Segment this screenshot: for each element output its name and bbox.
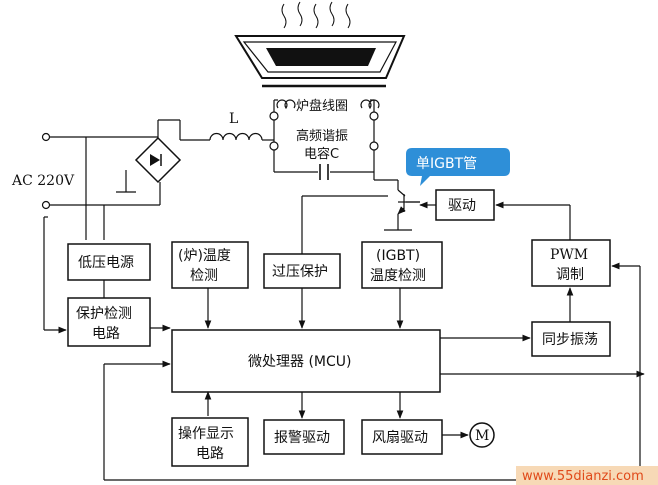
pwm-modulation-block: [531, 239, 611, 287]
igbt-transistor-icon: [384, 189, 420, 231]
igbt-callout: 单IGBT管: [406, 148, 510, 186]
pwm-label-line2: 调制: [556, 267, 584, 283]
watermark-text: www.55dianzi.com: [522, 469, 644, 484]
bridge-rectifier-icon: [134, 119, 182, 184]
resonant-cap-label-line1: 高频谐振: [296, 128, 348, 144]
fan-drive-block: [361, 419, 443, 455]
coil-label: 炉盘线圈: [296, 98, 348, 114]
ac-source-label: AC 220V: [11, 173, 75, 189]
inductor-icon: [209, 132, 263, 141]
drive-label: 驱动: [448, 198, 476, 214]
sync-osc-label: 同步振荡: [542, 332, 598, 348]
low-voltage-power-label: 低压电源: [78, 255, 134, 271]
inductor-label: L: [229, 111, 238, 127]
pan-temp-label-line2: 检测: [190, 268, 218, 284]
alarm-drive-block: [263, 419, 345, 455]
steam-icon: [281, 1, 351, 29]
display-label-line1: 操作显示: [178, 426, 234, 442]
igbt-temp-label-line2: 温度检测: [370, 268, 426, 284]
mcu-label: 微处理器 (MCU): [248, 354, 351, 370]
power-wiring: [180, 99, 399, 190]
motor-icon: M: [469, 422, 495, 448]
protect-detect-block: [67, 297, 151, 347]
operation-display-block: [171, 417, 249, 467]
igbt-temp-label-line1: (IGBT): [376, 248, 420, 264]
igbt-callout-label: 单IGBT管: [416, 156, 477, 172]
resonant-cap-label-line2: 电容C: [304, 146, 339, 162]
protect-label-line2: 电路: [92, 326, 120, 342]
igbt-temp-detect-block: [361, 241, 443, 289]
drive-block: [435, 189, 495, 221]
alarm-drive-label: 报警驱动: [274, 430, 330, 446]
induction-coil-icon: [276, 99, 380, 110]
pan-temp-detect-block: [171, 241, 249, 289]
protect-label-line1: 保护检测: [76, 306, 132, 322]
pan-temp-label-line1: (炉)温度: [178, 248, 231, 264]
low-voltage-power-block: [67, 243, 151, 281]
pwm-label-line1: PWM: [550, 247, 588, 263]
capacitor-icon: [319, 164, 329, 180]
overvoltage-protect-block: [263, 253, 341, 289]
sync-oscillator-block: [531, 321, 611, 357]
overvoltage-label: 过压保护: [272, 264, 328, 280]
watermark: www.55dianzi.com: [516, 466, 658, 485]
fan-drive-label: 风扇驱动: [372, 430, 428, 446]
display-label-line2: 电路: [196, 446, 224, 462]
mcu-block: [171, 329, 441, 393]
ac-input-wiring: [41, 132, 161, 330]
pot-icon: [234, 35, 406, 88]
motor-label: M: [475, 428, 489, 444]
